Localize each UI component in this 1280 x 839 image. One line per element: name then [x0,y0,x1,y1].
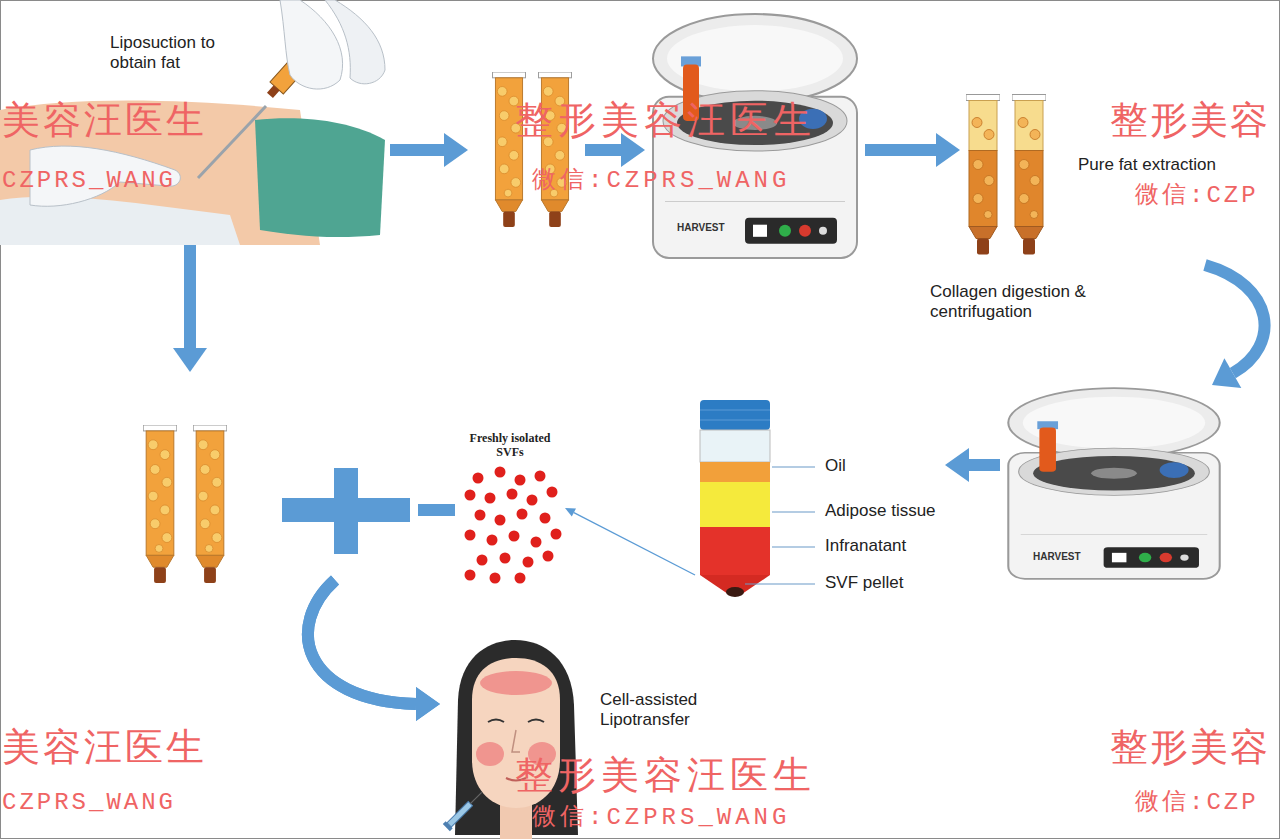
node-text: Liposuction to obtain fat [110,33,250,74]
watermark: 整形美容汪医生 [515,755,816,797]
node-text: Cell-assisted Lipotransfer [600,690,730,731]
connector-arrow [945,448,1000,482]
centrifuge: HARVEST [1000,385,1228,582]
syringes [143,72,1046,583]
node-text: Pure fat extraction [1078,155,1216,175]
watermark: 美容汪医生 [2,727,207,769]
separation-tube-drawing [700,400,815,597]
watermark: 微信:CZPRS_WANG [532,168,790,194]
svf-cells: Freshly isolated SVFs [455,428,565,590]
connector-arrow [565,508,695,575]
node-text: SVF pellet [825,573,903,593]
connector-line [1205,265,1265,373]
arrow-head [416,687,440,721]
node-text: Oil [825,456,846,476]
connector-arrow [1205,265,1265,388]
arrow-head [173,348,207,372]
node-text: Freshly isolated SVFs [459,431,561,460]
watermark: 整形美容汪医生 [515,100,816,142]
node-text: Infranatant [825,536,906,556]
watermark: 微信:CZP [1135,790,1259,816]
connector-arrow [308,510,455,721]
watermark: 微信:CZP [1135,183,1259,209]
connector-line [865,144,936,156]
separation-tube: OilAdipose tissueInfranatantSVF pellet [695,398,945,600]
connector-line [390,144,621,156]
arrow-head [416,687,440,721]
watermark: 整形美容 [1110,727,1270,769]
node-text: HARVEST [677,222,725,234]
watermark: 微信:CZPRS_WANG [532,805,790,831]
arrow-head [565,508,576,517]
liposuction-illustration [0,0,385,245]
watermark: CZPRS_WANG [2,168,176,194]
centrifuges [653,14,1220,579]
connector-line [574,513,695,575]
watermark: CZPRS_WANG [2,790,176,816]
connector-line [308,510,455,704]
plus-sign [282,468,410,554]
arrow-head [936,133,960,167]
connector-line [969,459,1000,471]
watermark: 美容汪医生 [2,100,207,142]
watermark: 整形美容 [1110,100,1270,142]
svf-cells-dots [465,467,562,584]
node-text: Adipose tissue [825,501,936,521]
connector-arrow [865,133,960,167]
arrow-head [1212,358,1241,388]
arrow-head [945,448,969,482]
arrow-head [444,133,468,167]
edge-label: Collagen digestion & centrifugation [930,282,1130,323]
node-text: HARVEST [1033,551,1081,563]
